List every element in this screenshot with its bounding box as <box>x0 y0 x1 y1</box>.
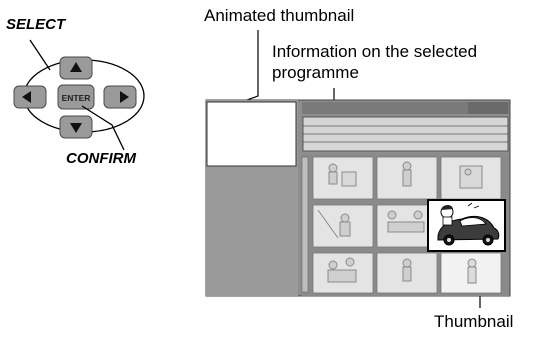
left-button[interactable] <box>13 85 47 109</box>
selected-thumbnail[interactable] <box>427 199 506 252</box>
thumbnail-grid <box>312 156 506 294</box>
arrow-down-icon <box>70 123 82 133</box>
arrow-left-icon <box>22 91 31 103</box>
down-button[interactable] <box>59 115 93 139</box>
thumbnail-cell[interactable] <box>312 252 374 294</box>
thumbnail-cell[interactable] <box>376 252 438 294</box>
programme-info-panel <box>302 116 509 152</box>
animated-thumbnail-label: Animated thumbnail <box>204 6 355 25</box>
right-button[interactable] <box>103 85 137 109</box>
thumbnail-cell[interactable] <box>312 204 374 248</box>
enter-button-label: ENTER <box>62 93 91 103</box>
thumbnail-label: Thumbnail <box>434 312 514 331</box>
grid-scrollbar[interactable] <box>301 156 309 293</box>
confirm-label: CONFIRM <box>66 150 136 167</box>
enter-button[interactable]: ENTER <box>57 84 95 110</box>
car-illustration <box>437 202 500 246</box>
arrow-right-icon <box>120 91 129 103</box>
thumbnail-cell[interactable] <box>376 156 438 200</box>
up-button[interactable] <box>59 56 93 80</box>
thumbnail-cell[interactable] <box>312 156 374 200</box>
select-label: SELECT <box>6 16 66 33</box>
animated-thumbnail-leader <box>235 30 259 105</box>
programme-info-label-line1: Information on the selected <box>272 42 478 61</box>
arrow-up-icon <box>70 62 82 72</box>
programme-info-label-line2: programme <box>272 63 359 82</box>
remote-dpad: ENTER <box>13 39 145 151</box>
thumbnail-cell[interactable] <box>440 252 502 294</box>
thumbnail-cell[interactable] <box>440 156 502 200</box>
animated-thumbnail-preview <box>206 101 297 167</box>
